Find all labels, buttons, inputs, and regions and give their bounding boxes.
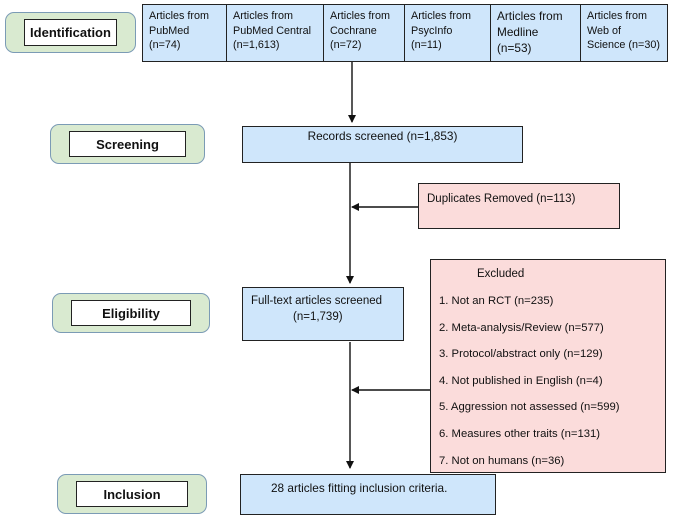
stage-identification: Identification xyxy=(5,12,136,53)
stage-screening-label: Screening xyxy=(69,131,186,157)
duplicates-removed-box: Duplicates Removed (n=113) xyxy=(418,183,620,229)
included-text: 28 articles fitting inclusion criteria. xyxy=(271,481,448,495)
excluded-item: 6. Measures other traits (n=131) xyxy=(439,427,601,440)
records-screened-box: Records screened (n=1,853) xyxy=(242,126,523,163)
fulltext-screened-line1: Full-text articles screened xyxy=(251,295,383,307)
excluded-item: 1. Not an RCT (n=235) xyxy=(439,295,554,307)
excluded-item: 3. Protocol/abstract only (n=129) xyxy=(439,348,603,361)
stage-eligibility: Eligibility xyxy=(52,293,210,333)
stage-screening: Screening xyxy=(50,124,205,164)
excluded-item: 2. Meta-analysis/Review (n=577) xyxy=(439,321,604,334)
excluded-item: 7. Not on humans (n=36) xyxy=(439,454,565,467)
stage-identification-label: Identification xyxy=(24,19,117,46)
excluded-item: 4. Not published in English (n=4) xyxy=(439,374,603,387)
fulltext-screened-line2: (n=1,739) xyxy=(293,310,343,323)
records-screened-text: Records screened (n=1,853) xyxy=(307,128,458,143)
stage-eligibility-label: Eligibility xyxy=(71,300,191,326)
duplicates-removed-text: Duplicates Removed (n=113) xyxy=(427,193,576,205)
excluded-list: 1. Not an RCT (n=235) 2. Meta-analysis/R… xyxy=(439,292,661,478)
stage-inclusion: Inclusion xyxy=(57,474,207,514)
included-box: 28 articles fitting inclusion criteria. xyxy=(240,474,496,515)
excluded-item: 5. Aggression not assessed (n=599) xyxy=(439,401,620,414)
fulltext-screened-box: Full-text articles screened (n=1,739) xyxy=(242,287,404,341)
stage-inclusion-label: Inclusion xyxy=(76,481,188,507)
excluded-box: Excluded 1. Not an RCT (n=235) 2. Meta-a… xyxy=(430,259,666,473)
excluded-title: Excluded xyxy=(477,268,525,280)
